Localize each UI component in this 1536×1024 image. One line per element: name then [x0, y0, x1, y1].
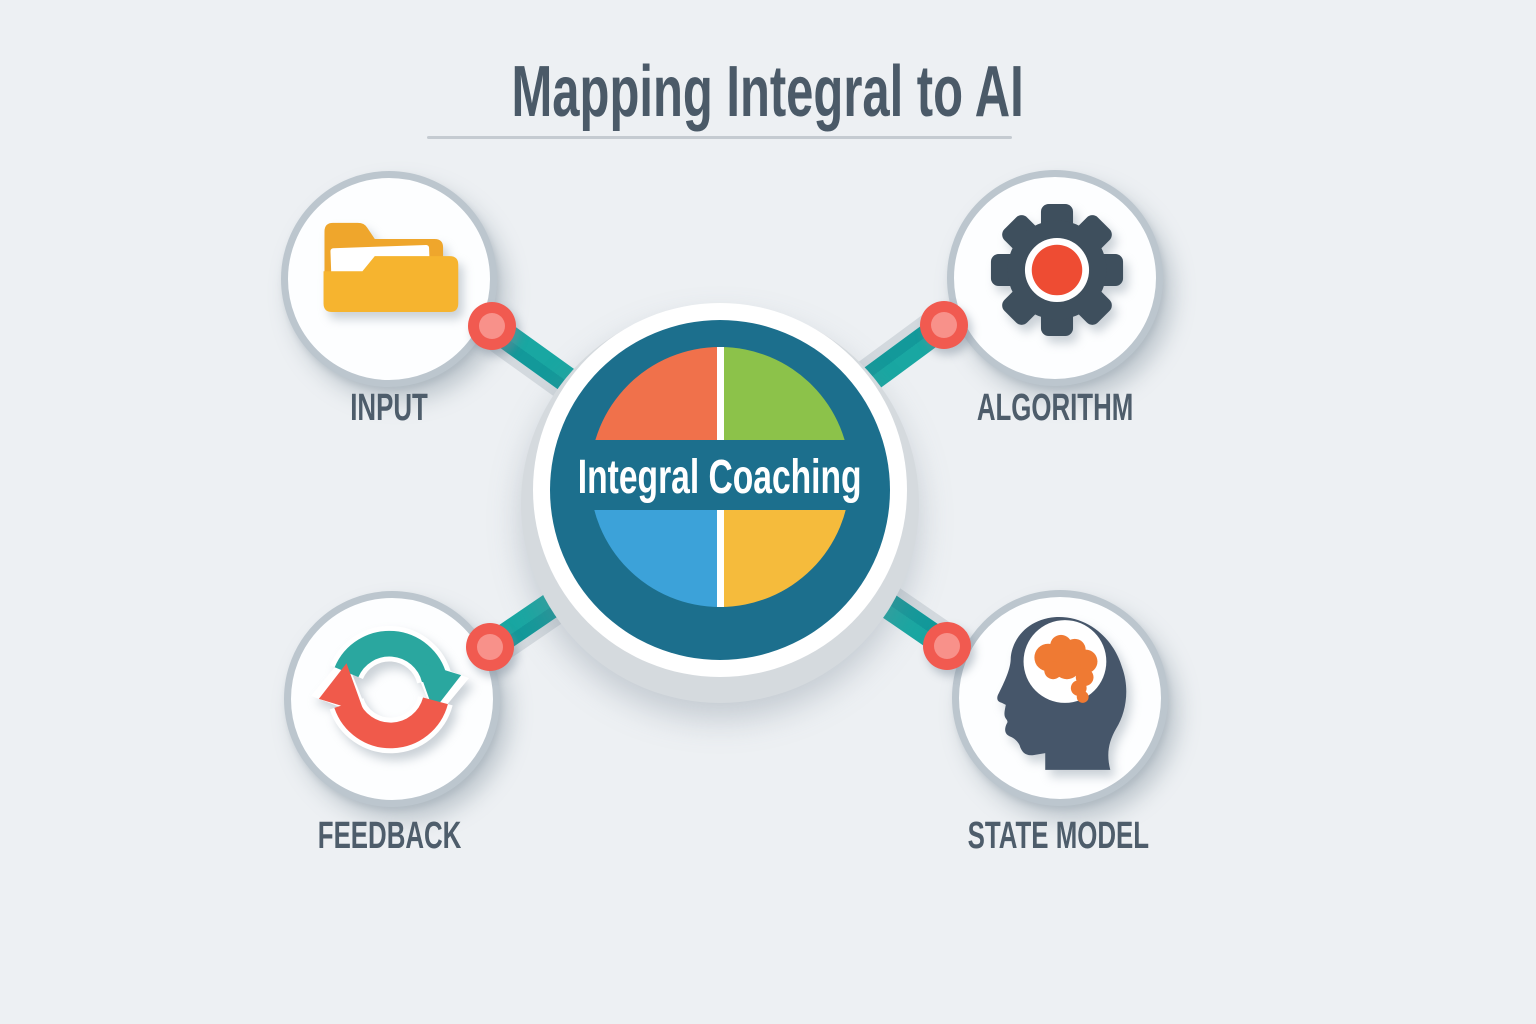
title-underline	[427, 136, 1012, 139]
cycle-arrow-bottom	[334, 696, 448, 749]
node-state-model-label: STATE MODEL	[967, 814, 1149, 857]
node-feedback-label: FEEDBACK	[318, 814, 462, 857]
gear-center	[1031, 244, 1083, 296]
page-title-text: Mapping Integral to AI	[511, 52, 1025, 132]
connector-dot-input	[468, 302, 516, 350]
node-input-label: INPUT	[350, 386, 428, 429]
folder-front	[323, 256, 459, 313]
node-input-circle	[281, 171, 497, 387]
folder-icon	[323, 222, 459, 313]
hub-center-band	[584, 440, 856, 510]
brain	[1034, 634, 1098, 703]
page-title: Mapping Integral to AI	[0, 56, 1536, 128]
cycle-arrowhead-right	[415, 661, 462, 711]
hub-label: Integral Coaching	[578, 450, 862, 504]
connector-dot-state-model	[923, 622, 971, 670]
node-algorithm-label: ALGORITHM	[976, 386, 1134, 429]
cycle-arrowhead-left	[318, 663, 365, 713]
head-brain-icon	[997, 617, 1127, 770]
connector-dot-feedback	[466, 623, 514, 671]
gear-icon	[990, 203, 1124, 337]
cycle-arrow-top	[334, 630, 447, 683]
cycle-arrows-icon	[310, 625, 470, 754]
connector-dot-algorithm	[920, 301, 968, 349]
